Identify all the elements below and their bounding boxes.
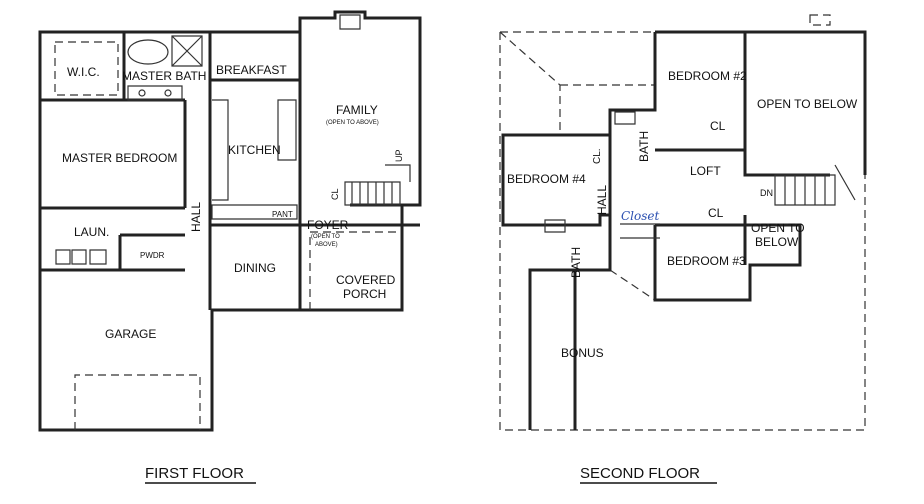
label-powder: PWDR <box>140 251 165 260</box>
bath-fixtures <box>544 111 636 233</box>
wic-dashed <box>54 41 119 96</box>
label-master-bath: MASTER BATH <box>122 69 206 83</box>
label-bonus: BONUS <box>561 346 604 360</box>
label-up: UP <box>394 149 404 162</box>
label-kitchen: KITCHEN <box>228 143 281 157</box>
first-floor-plan: W.I.C. MASTER BATH BREAKFAST FAMILY (OPE… <box>38 10 422 484</box>
first-floor-title: FIRST FLOOR <box>145 465 244 482</box>
label-foyer-note-2: ABOVE) <box>315 242 338 248</box>
label-pantry: PANT <box>272 210 293 219</box>
laundry-appliances <box>55 249 107 265</box>
label-dn: DN <box>760 188 773 198</box>
label-laundry: LAUN. <box>74 225 109 239</box>
label-bath-1: BATH <box>637 131 651 162</box>
label-dining: DINING <box>234 261 276 275</box>
label-hall: HALL <box>189 202 203 232</box>
label-bedroom-2: BEDROOM #2 <box>668 69 747 83</box>
shower <box>171 35 203 67</box>
second-floor-walls <box>501 30 867 430</box>
interior-walls <box>40 32 420 310</box>
blue-marks <box>620 223 660 239</box>
second-floor-title: SECOND FLOOR <box>580 465 700 482</box>
label-open-below-2a: OPEN TO <box>751 221 805 235</box>
tub <box>127 39 169 65</box>
label-cl-1: CL <box>710 119 726 133</box>
second-floor-plan: BEDROOM #2 OPEN TO BELOW CL BATH CL. BED… <box>499 14 867 484</box>
label-garage: GARAGE <box>105 327 156 341</box>
stairs-down <box>774 164 856 206</box>
roof-outline <box>499 14 866 431</box>
label-foyer: FOYER <box>307 218 349 232</box>
label-hall-2: HALL <box>595 185 609 215</box>
label-cl: CL <box>330 188 340 200</box>
kitchen-counters <box>211 99 298 220</box>
handwritten-closet-note: Closet <box>621 209 660 223</box>
label-bedroom-4: BEDROOM #4 <box>507 172 586 186</box>
label-master-bedroom: MASTER BEDROOM <box>62 151 177 165</box>
label-bath-2: BATH <box>569 247 583 278</box>
label-wic: W.I.C. <box>67 65 100 79</box>
first-floor-exterior-wall <box>38 10 422 432</box>
stairs <box>344 164 411 206</box>
label-porch: PORCH <box>343 287 386 301</box>
label-family: FAMILY <box>336 103 378 117</box>
label-breakfast: BREAKFAST <box>216 63 287 77</box>
label-loft: LOFT <box>690 164 721 178</box>
porch-dashed <box>309 231 398 310</box>
garage-door <box>74 374 201 430</box>
label-bedroom-3: BEDROOM #3 <box>667 254 746 268</box>
label-open-below-1: OPEN TO BELOW <box>757 97 858 111</box>
label-foyer-note-1: (OPEN TO <box>311 234 340 240</box>
label-family-note: (OPEN TO ABOVE) <box>326 120 379 126</box>
label-covered: COVERED <box>336 273 396 287</box>
label-cl-3: CL <box>708 206 724 220</box>
chimney <box>339 14 361 30</box>
vanity <box>127 85 183 101</box>
label-cl-2: CL. <box>592 148 603 164</box>
label-open-below-2b: BELOW <box>755 235 799 249</box>
